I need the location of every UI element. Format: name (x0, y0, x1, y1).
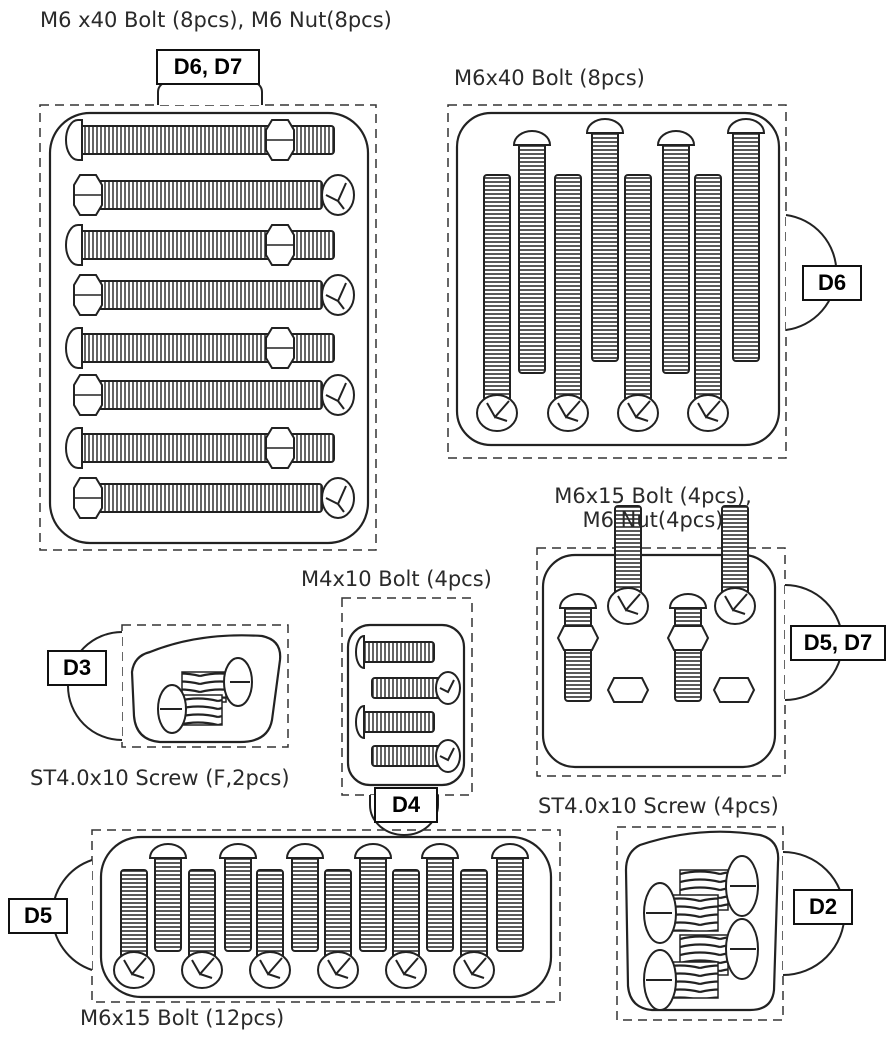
tag-label: D3 (47, 650, 107, 686)
caption-flat-screw-pack: ST4.0x10 Screw (F,2pcs) (30, 766, 290, 790)
tag-label: D5, D7 (790, 625, 886, 661)
group-long-bolt-pack (447, 104, 838, 459)
tag-label: D4 (374, 787, 438, 823)
caption-short-bolt-pack: M6x15 Bolt (12pcs) (80, 1006, 285, 1030)
tag-label: D2 (793, 889, 853, 925)
tag-label: D6 (802, 265, 862, 301)
group-flat-screw-pack (67, 624, 289, 748)
tag-label: D5 (8, 898, 68, 934)
caption-screw-pack: ST4.0x10 Screw (4pcs) (538, 794, 779, 818)
group-screw-pack (616, 826, 846, 1021)
caption-line-1: M6x15 Bolt (4pcs), (554, 484, 752, 508)
group-bolt-nut-pack (39, 81, 377, 551)
caption-small-bolt-pack: M4x10 Bolt (4pcs) (301, 567, 492, 591)
caption-short-bolt-nut-pack: M6x15 Bolt (4pcs), M6 Nut(4pcs) (540, 484, 766, 532)
group-short-bolt-nut-pack (536, 505, 844, 777)
tag-label: D6, D7 (156, 49, 260, 85)
caption-long-bolt-pack: M6x40 Bolt (8pcs) (454, 66, 645, 90)
group-short-bolt-pack (51, 829, 561, 1003)
caption-line-2: M6 Nut(4pcs) (582, 508, 724, 532)
caption-bolt-nut-pack: M6 x40 Bolt (8pcs), M6 Nut(8pcs) (40, 8, 392, 32)
small-bolt (355, 634, 435, 670)
